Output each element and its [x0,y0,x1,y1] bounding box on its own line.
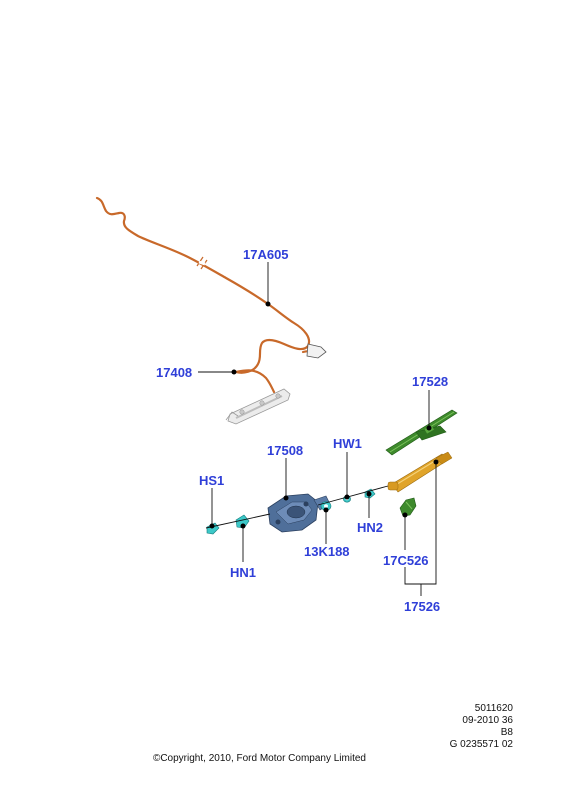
callout-17408: 17408 [156,365,192,380]
arm-cap-17C526 [399,497,417,517]
leader-lines [198,262,439,596]
reference-code: B8 [500,727,513,738]
wiring-harness-17A605 [95,196,327,394]
callout-17C526: 17C526 [383,553,429,568]
wiper-blade-17526 [387,451,453,493]
reference-date: 09-2010 36 [462,715,513,726]
wiper-motor-17508 [267,493,331,533]
callout-HN1: HN1 [230,565,256,580]
reference-block: 5011620 09-2010 36 B8 G 0235571 02 [420,703,513,751]
callout-13K188: 13K188 [304,544,350,559]
nut-HN1 [235,514,250,529]
copyright-notice: ©Copyright, 2010, Ford Motor Company Lim… [152,753,366,764]
callout-17508: 17508 [267,443,303,458]
callout-17A605: 17A605 [243,247,289,262]
callout-17528: 17528 [412,374,448,389]
wiper-arm-17528 [385,409,458,456]
callout-HS1: HS1 [199,473,224,488]
motor-bracket-17408 [225,388,291,425]
callout-HW1: HW1 [333,436,362,451]
reference-id: G 0235571 02 [449,739,513,750]
reference-number: 5011620 [474,703,513,714]
assembly-axis-line [205,485,389,529]
callout-HN2: HN2 [357,520,383,535]
callout-17526: 17526 [404,599,440,614]
